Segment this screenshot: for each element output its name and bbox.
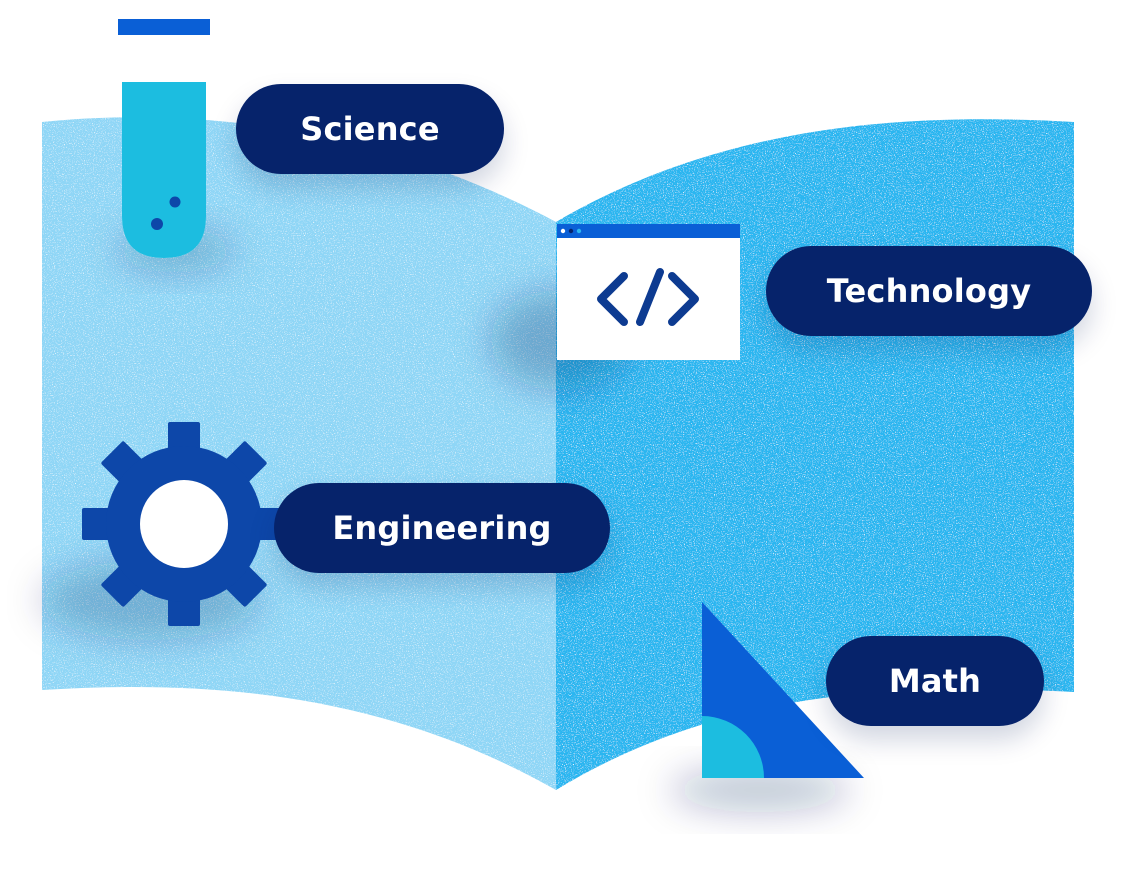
test-tube-cap xyxy=(118,19,210,35)
code-brackets-icon xyxy=(597,268,699,326)
set-square-arc xyxy=(702,716,764,778)
gear-icon xyxy=(82,422,286,626)
math-label: Math xyxy=(826,636,1044,726)
test-tube-icon xyxy=(118,19,210,258)
test-tube-liquid xyxy=(122,82,206,258)
science-label: Science xyxy=(236,84,504,174)
gear-hole xyxy=(140,480,228,568)
bubble-icon xyxy=(151,218,163,230)
technology-label: Technology xyxy=(766,246,1092,336)
window-dot-icon xyxy=(576,228,582,234)
set-square-shadow xyxy=(670,768,850,812)
bubble-icon xyxy=(169,196,181,208)
window-dot-icon xyxy=(560,228,566,234)
code-window-titlebar xyxy=(557,224,740,238)
code-window-icon xyxy=(557,224,740,360)
set-square-icon xyxy=(702,602,864,778)
window-dot-icon xyxy=(568,228,574,234)
engineering-label: Engineering xyxy=(274,483,610,573)
